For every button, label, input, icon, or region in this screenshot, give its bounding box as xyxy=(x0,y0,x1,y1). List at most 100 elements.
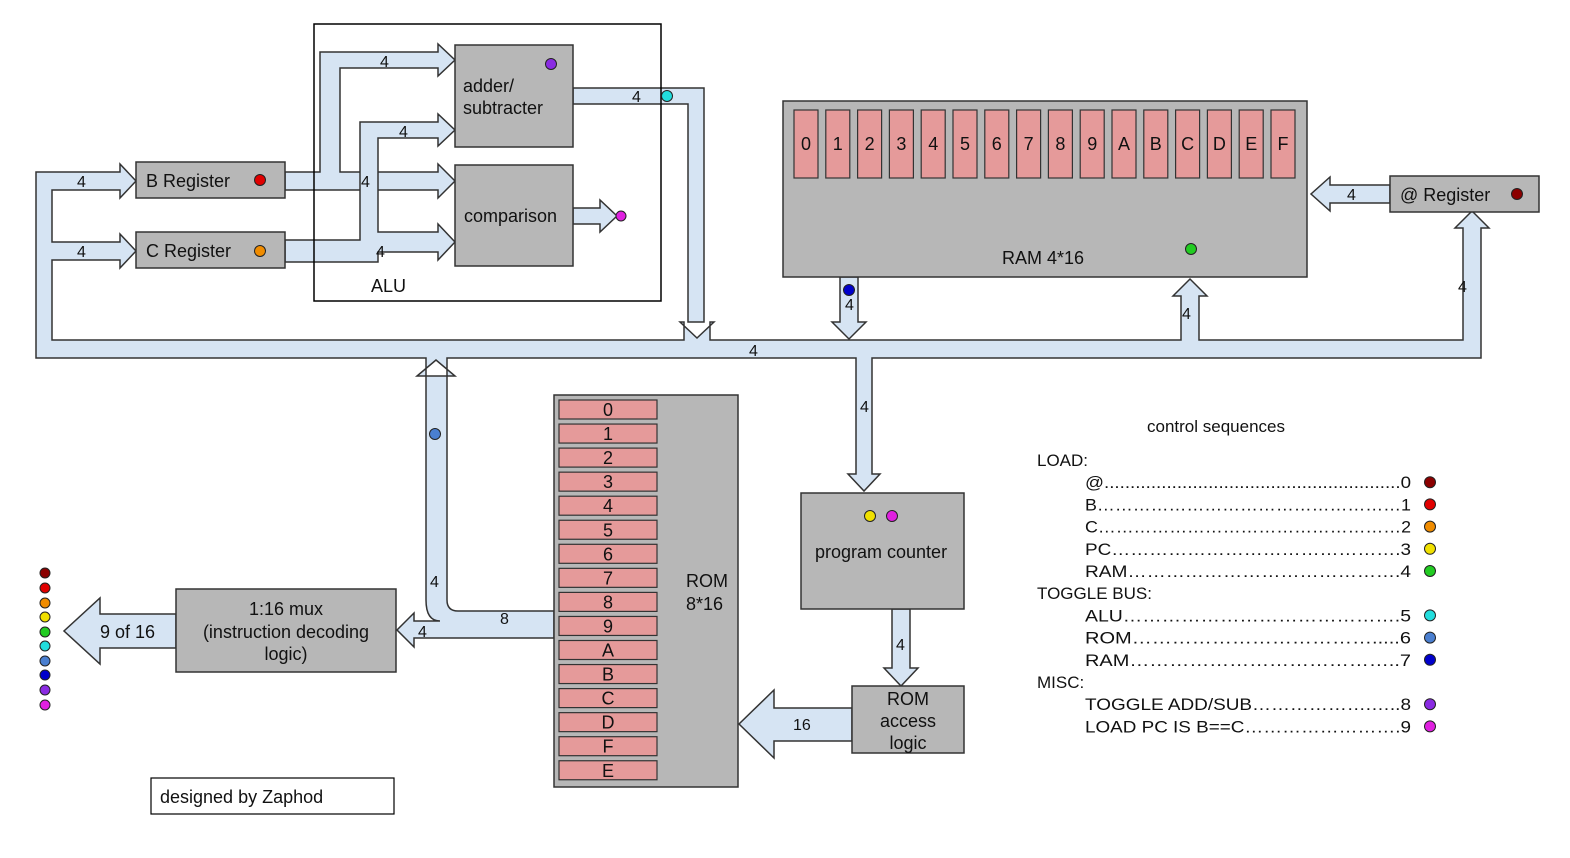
ram-toggle-bus-dot xyxy=(843,284,855,296)
bus-width-at-in: 4 xyxy=(1347,187,1356,204)
control-item-dot xyxy=(1424,609,1436,622)
ram-cell xyxy=(1206,109,1233,179)
rom-cell-label: F xyxy=(603,737,614,757)
bus-width-main-bus: 4 xyxy=(749,343,758,360)
mux-out-label: 9 of 16 xyxy=(100,622,155,642)
bus-width-at-from-bus: 4 xyxy=(1458,279,1467,296)
rom-cell xyxy=(558,495,658,516)
ram-cell-label: 7 xyxy=(1024,134,1034,154)
control-title: control sequences xyxy=(1147,417,1285,436)
bus-width-rom-out: 8 xyxy=(500,611,509,628)
signal-3-dot xyxy=(39,611,51,623)
b-to-alu-bus xyxy=(284,42,457,200)
control-item-dot xyxy=(1424,653,1436,666)
control-item-dot xyxy=(1424,565,1436,577)
rom-cell xyxy=(558,736,658,757)
load-b-dot xyxy=(254,174,266,186)
control-item: B……………………………………………1 xyxy=(1085,495,1411,514)
signal-4-dot xyxy=(39,626,51,638)
rom-cell xyxy=(558,543,658,564)
signal-1-dot xyxy=(39,582,51,594)
comparison-label: comparison xyxy=(464,206,557,226)
ram-cell-label: 8 xyxy=(1055,134,1065,154)
mux-line3: logic) xyxy=(264,644,307,664)
ram-cell-label: A xyxy=(1118,134,1130,154)
control-item: RAM…………………………………..7 xyxy=(1085,651,1411,670)
program-counter-box xyxy=(800,492,965,610)
signal-8-dot xyxy=(39,684,51,696)
mux-output-dots xyxy=(39,567,51,711)
rom-access-to-rom xyxy=(737,688,853,760)
ram-cell xyxy=(1174,109,1201,179)
rom-cell xyxy=(558,519,658,540)
comparison-out xyxy=(572,198,619,234)
ram-cell-label: 6 xyxy=(992,134,1002,154)
control-item-dot xyxy=(1424,631,1436,644)
pc-to-rom-access xyxy=(882,608,920,688)
rom-cell-label: 5 xyxy=(603,520,613,540)
mux-box xyxy=(175,588,397,673)
program-counter-label: program counter xyxy=(815,542,947,562)
at-register-label: @ Register xyxy=(1400,185,1490,205)
adder-label-line1: adder/ xyxy=(463,76,514,96)
rom-label-line2: 8*16 xyxy=(686,594,723,614)
ram-cell xyxy=(952,109,978,179)
load-at-dot xyxy=(1511,188,1523,200)
ram-cell-label: 4 xyxy=(928,134,938,154)
rom-cell xyxy=(558,687,658,709)
control-item: RAM…………………………………….4 xyxy=(1085,562,1411,581)
rom-cell-label: 3 xyxy=(603,472,613,492)
ram-cell-label: 2 xyxy=(865,134,875,154)
control-item: ALU…………………………………….5 xyxy=(1085,606,1411,625)
signal-9-dot xyxy=(39,699,51,711)
rom-cell-label: 2 xyxy=(603,448,613,468)
ram-cell xyxy=(1079,109,1105,179)
load-pc-if-equal-pc-dot xyxy=(886,510,898,522)
ram-cell-label: 1 xyxy=(833,134,843,154)
rom-cell xyxy=(558,471,658,492)
ram-cell-label: B xyxy=(1150,134,1162,154)
rom-access-line2: access xyxy=(880,711,936,731)
credit-label: designed by Zaphod xyxy=(160,787,323,807)
ram-cell-label: 0 xyxy=(801,134,811,154)
rom-access-line3: logic xyxy=(889,733,926,753)
bus-group xyxy=(35,42,1491,760)
bus-width-alu-c: 4 xyxy=(376,244,385,261)
control-item: TOGGLE ADD/SUB……………….…..8 xyxy=(1085,695,1411,714)
control-item-dot xyxy=(1424,520,1436,533)
load-ram-dot xyxy=(1185,243,1197,255)
bus-width-ram-out: 4 xyxy=(845,297,854,314)
ram-cell xyxy=(1238,109,1264,179)
rom-cell xyxy=(558,663,658,685)
bus-width-c-in: 4 xyxy=(77,244,86,261)
rom-cell xyxy=(558,591,658,613)
rom-toggle-bus-dot xyxy=(429,428,441,440)
control-group-header: MISC: xyxy=(1037,673,1084,692)
at-reg-in-arrow xyxy=(1309,175,1391,213)
rom-cell-label: E xyxy=(602,761,614,781)
signal-0-dot xyxy=(39,567,51,579)
ram-label: RAM 4*16 xyxy=(1002,248,1084,268)
rom-access-box xyxy=(851,685,965,754)
ram-cell xyxy=(1143,109,1169,179)
load-pc-dot xyxy=(864,510,876,522)
rom-cell-label: 7 xyxy=(603,568,613,588)
bus-width-alu-top: 4 xyxy=(380,54,389,71)
signal-5-dot xyxy=(39,640,51,652)
c-to-alu-bus xyxy=(284,112,457,263)
mux-out-arrow xyxy=(62,596,177,666)
control-item-dot xyxy=(1424,542,1436,555)
rom-cell-label: 0 xyxy=(603,400,613,420)
rom-cell-label: 6 xyxy=(603,544,613,564)
bus-width-pc-out: 4 xyxy=(896,637,905,654)
bus-width-alu-b: 4 xyxy=(361,174,370,191)
control-item: @.......................................… xyxy=(1085,473,1411,492)
bus-width-adder-out: 4 xyxy=(632,89,641,106)
ram-cell xyxy=(856,109,883,179)
credit-box xyxy=(150,777,395,815)
rom-cell xyxy=(558,447,658,468)
alu-toggle-bus-dot xyxy=(661,90,673,102)
